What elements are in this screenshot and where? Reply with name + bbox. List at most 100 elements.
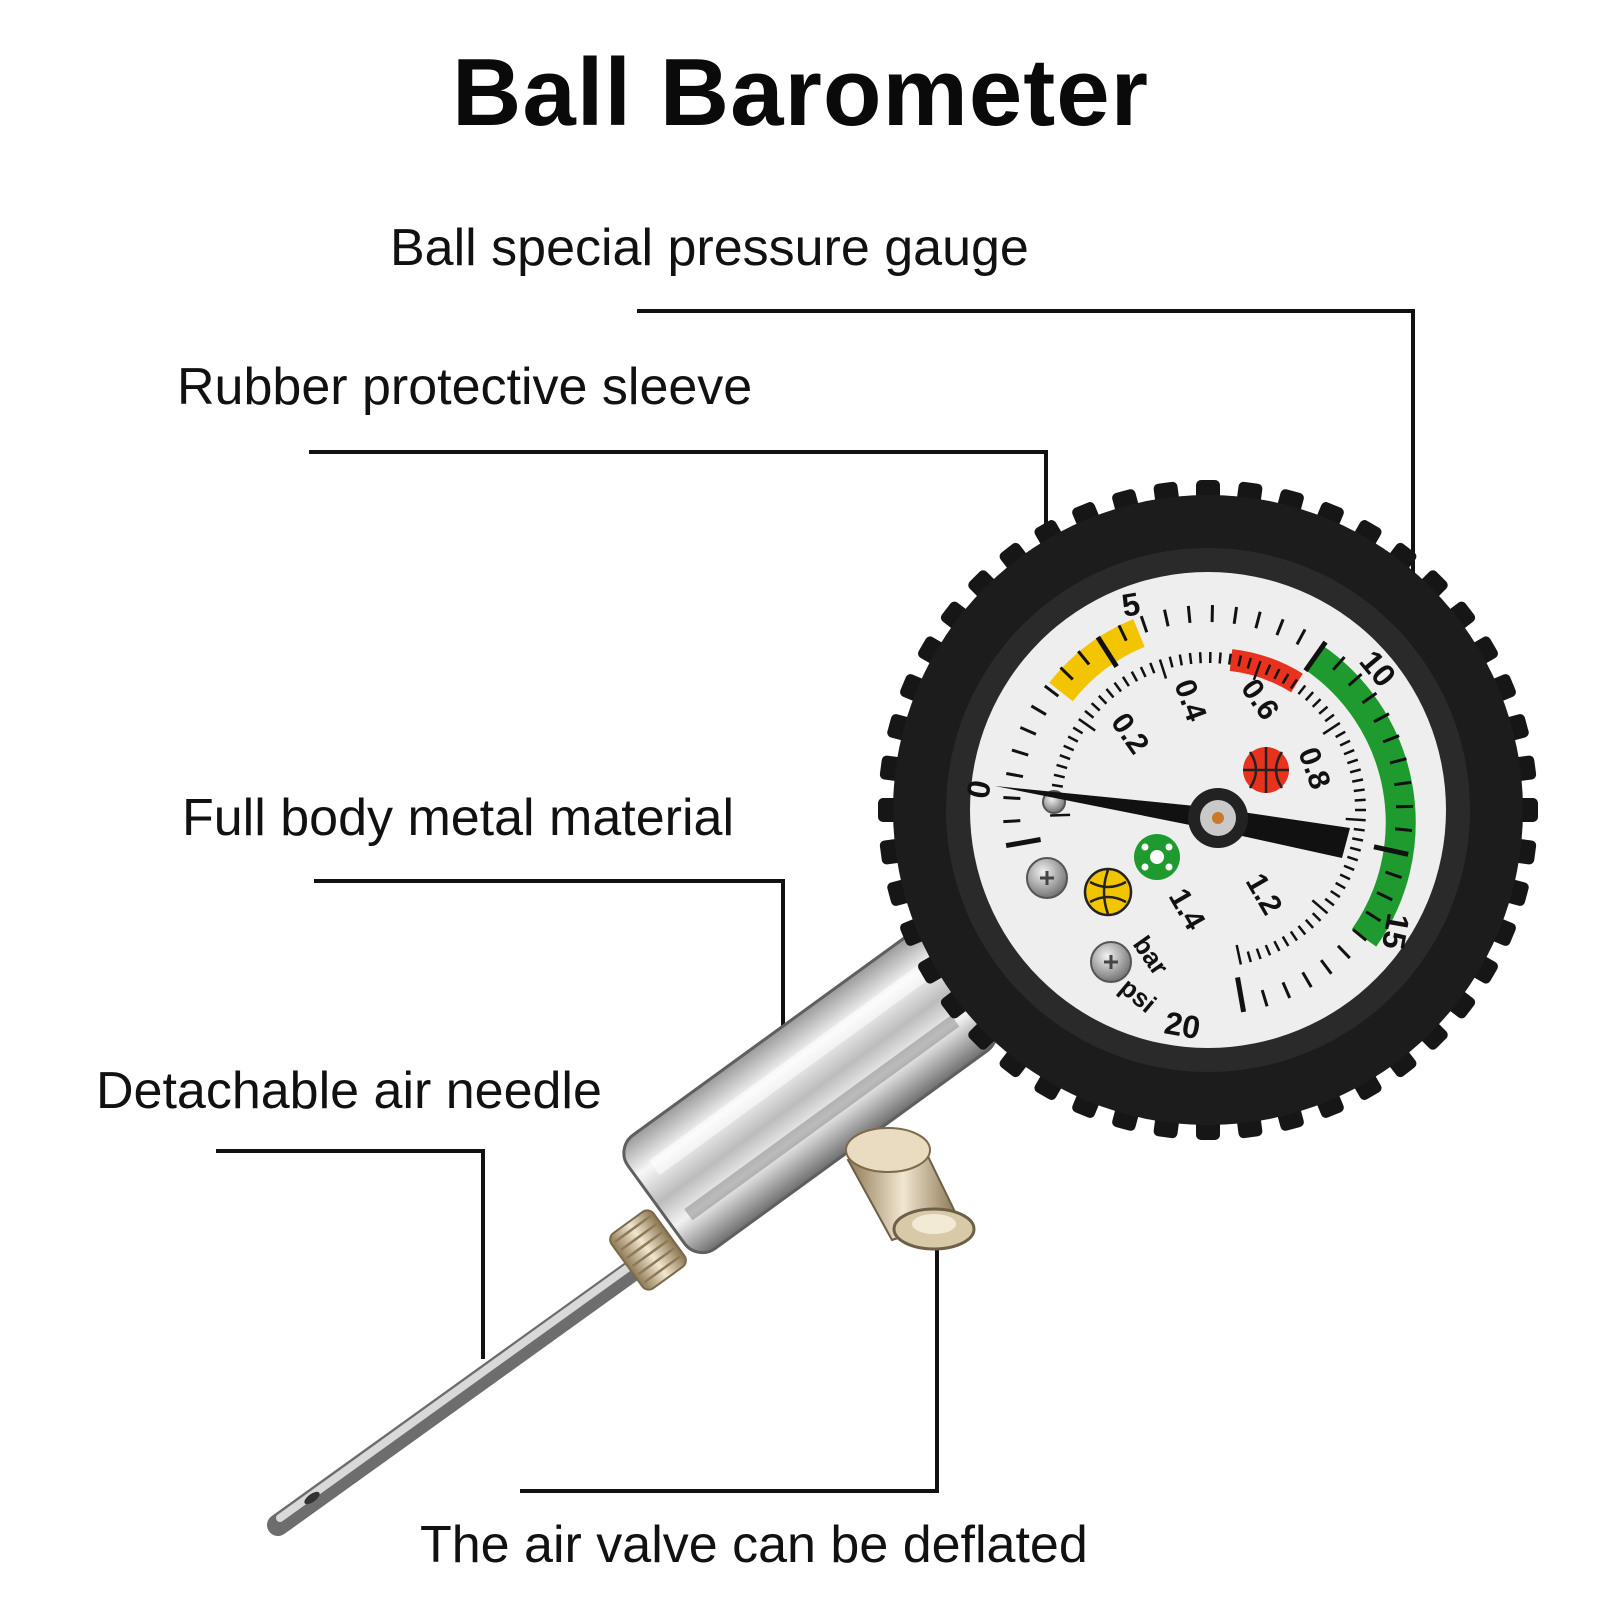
dial-tick (1301, 971, 1313, 988)
dial-tick-bar (1264, 944, 1272, 956)
dial-tick-bar (1067, 735, 1079, 743)
dial-tick-bar (1059, 754, 1071, 761)
dial-tick (1382, 734, 1400, 744)
psi-label-20: 20 (1162, 1004, 1203, 1046)
basketball-icon (1243, 747, 1289, 793)
dial-tick-bar (1264, 664, 1272, 676)
dial-tick (1139, 615, 1149, 633)
dial-tick (1077, 650, 1091, 666)
soccer-ball-icon (1134, 834, 1180, 880)
dial-tick (1365, 910, 1382, 923)
dial-tick (1319, 959, 1333, 975)
dial-tick (1117, 624, 1128, 642)
dial-tick-bar (1056, 763, 1068, 770)
dial-tick (1043, 684, 1060, 698)
dial-tick (1011, 748, 1029, 757)
metal-body (622, 931, 998, 1255)
leader-line-metal (314, 879, 785, 1075)
psi-label-0: 0 (959, 777, 998, 801)
dial-tick-bar (1324, 713, 1335, 723)
dial-tick-bar (1281, 673, 1290, 685)
air-needle (267, 1209, 687, 1536)
dial-tick-bar (1235, 944, 1243, 965)
zone-yellow (1049, 619, 1145, 702)
dial-tick-bar (1090, 702, 1101, 712)
dial-tick (1019, 726, 1037, 736)
leader-line-valve (520, 1222, 939, 1493)
dial-tick (1384, 870, 1403, 880)
volleyball-icon (1083, 867, 1133, 917)
dial-tick (1030, 704, 1047, 716)
dial-tick (1352, 928, 1368, 942)
psi-label-5: 5 (1119, 585, 1143, 624)
screw-icon (1026, 790, 1132, 983)
dial-tick-bar (1322, 721, 1341, 736)
dial-tick (1003, 819, 1021, 824)
dial-tick (1361, 691, 1378, 705)
leader-line-sleeve (309, 450, 1048, 593)
dial-tick (1095, 635, 1119, 668)
dial-tick-bar (1198, 652, 1202, 664)
dial-tick-bar (1053, 773, 1065, 779)
dial-tick-bar (1130, 671, 1139, 682)
dial-tick (1336, 944, 1351, 960)
dial-tick-bar (1281, 935, 1290, 947)
dial-tick-bar (1139, 666, 1147, 678)
dial-tick (1281, 981, 1292, 999)
dial-tick (1006, 772, 1024, 779)
dial-tick-bar (1051, 783, 1064, 788)
dial-tick-bar (1351, 778, 1364, 783)
dial-tick-bar (1246, 657, 1252, 669)
gauge-pointer (995, 786, 1350, 858)
dial-tick (1373, 844, 1409, 857)
dial-face: 0 5 10 15 20 0.2 0.4 0.6 0.8 1.2 1.4 bar… (959, 572, 1446, 1048)
dial-tick-bar (1335, 881, 1346, 890)
dial-tick-bar (1297, 684, 1307, 695)
dial-tick-bar (1339, 739, 1351, 747)
dial-tick-bar (1289, 930, 1299, 942)
dial-tick-bar (1246, 951, 1252, 963)
dial-tick (1376, 891, 1393, 902)
dial-tick-bar (1105, 688, 1115, 699)
dial-tick (1005, 837, 1042, 849)
dial-tick-bar (1335, 730, 1346, 739)
dial-tick-bar (1349, 846, 1362, 852)
dial-tick-bar (1289, 678, 1299, 690)
dial-tick-bar (1072, 726, 1084, 735)
dial-tick-bar (1346, 855, 1359, 862)
dial-tick (1254, 611, 1262, 629)
dial-tick (1389, 757, 1407, 765)
dial-tick-bar (1255, 948, 1262, 960)
dial-tick-bar (1304, 918, 1315, 929)
dial-tick (1003, 795, 1021, 801)
dial-tick-bar (1343, 864, 1355, 872)
dial-tick-bar (1339, 873, 1351, 881)
dial-tick-bar (1237, 655, 1243, 667)
dial-tick (1186, 605, 1192, 624)
dial-tick-bar (1329, 889, 1341, 899)
zone-red (1229, 649, 1303, 693)
knurled-nut (609, 1209, 687, 1291)
dial-tick (1373, 712, 1390, 724)
dial-tick-bar (1353, 827, 1365, 832)
dial-tick (1059, 666, 1074, 681)
dial-tick (1394, 827, 1413, 833)
dial-tick (1332, 656, 1346, 671)
dial-tick (1163, 609, 1170, 627)
dial-tick-bar (1311, 899, 1329, 915)
dial-tick (1295, 628, 1307, 646)
dial-tick (1347, 673, 1363, 687)
page-title: Ball Barometer (452, 39, 1149, 146)
dial-tick (1232, 606, 1239, 625)
dial-tick-bar (1354, 798, 1366, 802)
dial-tick-bar (1297, 925, 1307, 936)
dial-tick-bar (1252, 660, 1262, 681)
dial-tick-bar (1273, 668, 1281, 680)
dial-tick-bar (1351, 837, 1364, 842)
dial-tick-bar (1218, 652, 1222, 664)
dial-tick-bar (1311, 698, 1322, 708)
needle-hole (304, 1491, 320, 1505)
dial-tick-bar (1349, 768, 1362, 774)
dial-tick-bar (1168, 656, 1174, 668)
